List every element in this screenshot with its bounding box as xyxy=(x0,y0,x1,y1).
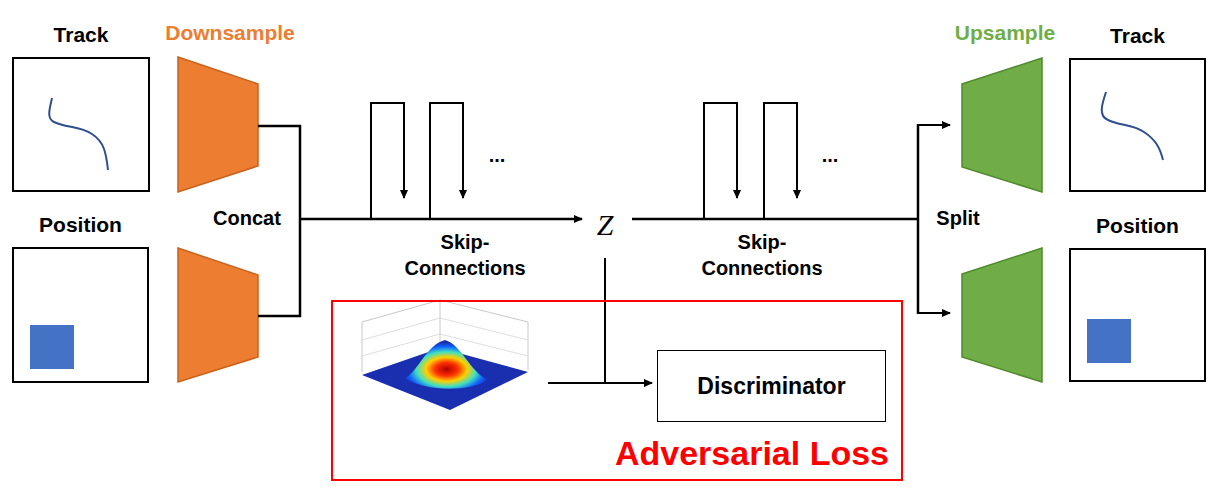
box-heading: Track xyxy=(1110,24,1165,48)
flow-line xyxy=(632,218,918,221)
discriminator-arrow xyxy=(548,382,652,384)
upsample-trapezoid xyxy=(962,58,1042,192)
skip-label: Skip- Connections xyxy=(692,229,832,281)
flow-arrow xyxy=(300,218,582,221)
stage-title: Downsample xyxy=(165,19,295,46)
split-wire xyxy=(917,124,920,314)
gaussian-surface xyxy=(362,300,528,410)
adversarial-region: Adversarial Loss Discriminator xyxy=(331,300,903,481)
skip-loop xyxy=(430,103,463,219)
box-heading: Position xyxy=(39,213,122,237)
stage-title: Upsample xyxy=(955,19,1055,46)
downsample-trapezoid xyxy=(178,248,258,382)
track-curve xyxy=(1102,92,1163,160)
box-heading: Position xyxy=(1096,214,1179,238)
skip-loop xyxy=(704,103,737,219)
upsample-trapezoid xyxy=(962,248,1042,382)
position-square xyxy=(30,325,74,369)
latent-symbol: Z xyxy=(597,205,614,244)
operation-label: Split xyxy=(936,205,979,231)
box-label: Discriminator xyxy=(697,373,845,400)
input-position-box: Position xyxy=(12,247,149,383)
output-track-box: Track xyxy=(1069,58,1206,192)
region-title: Adversarial Loss xyxy=(615,434,889,473)
skip-loop xyxy=(371,103,404,219)
ellipsis: ... xyxy=(822,142,839,168)
latent-wire xyxy=(604,258,606,383)
discriminator-box: Discriminator xyxy=(657,350,886,422)
split-arrow xyxy=(918,124,950,126)
track-curve xyxy=(49,98,108,170)
box-heading: Track xyxy=(54,23,109,47)
split-arrow xyxy=(918,312,950,314)
skip-loop xyxy=(764,103,797,219)
position-square xyxy=(1087,319,1131,363)
skip-label: Skip- Connections xyxy=(395,229,535,281)
output-position-box: Position xyxy=(1069,248,1206,382)
operation-label: Concat xyxy=(213,205,281,231)
input-track-box: Track xyxy=(12,57,150,192)
ellipsis: ... xyxy=(489,142,506,168)
downsample-trapezoid xyxy=(178,57,258,192)
